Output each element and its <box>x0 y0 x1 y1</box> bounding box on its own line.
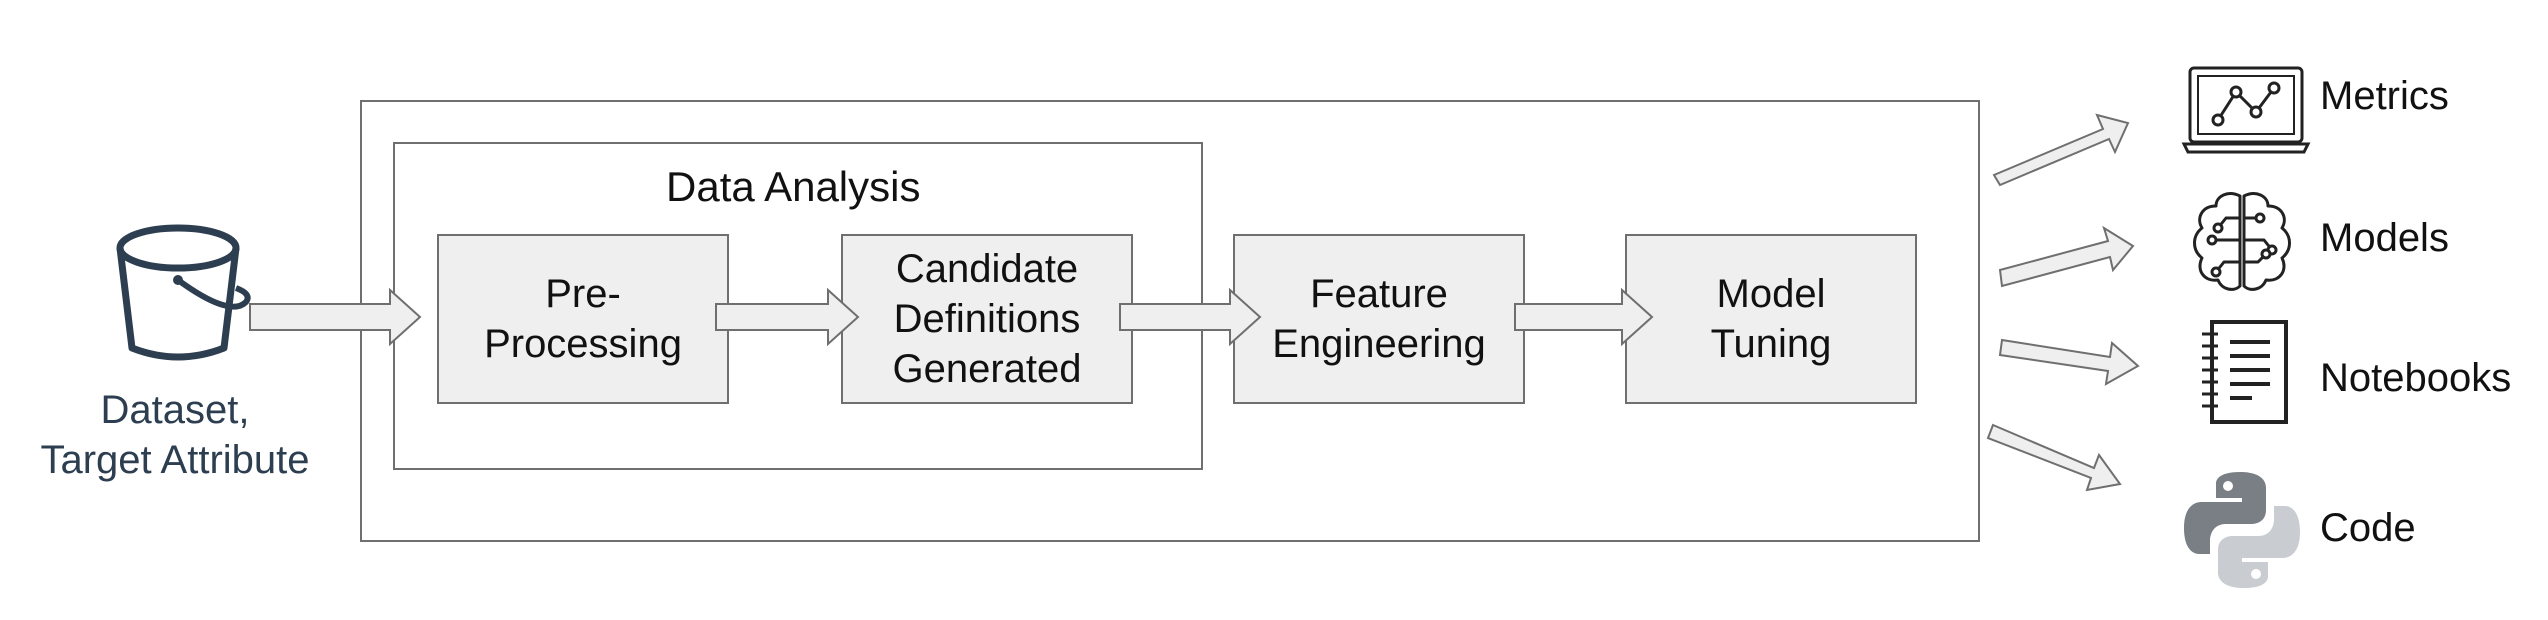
output-models-label: Models <box>2320 216 2449 260</box>
notebook-icon <box>2202 320 2288 424</box>
step-model-tuning-label: Model Tuning <box>1710 272 1832 366</box>
source-label: Dataset, Target Attribute <box>40 388 310 482</box>
step-feature-engineering-label: Feature Engineering <box>1272 272 1486 366</box>
brain-circuit-icon <box>2193 192 2291 291</box>
step-candidate-definitions: Candidate Definitions Generated <box>841 234 1133 404</box>
arrow-to-metrics <box>1992 113 2130 187</box>
arrow-source-to-pre <box>249 287 422 347</box>
step-pre-processing: Pre- Processing <box>437 234 729 404</box>
step-model-tuning: Model Tuning <box>1625 234 1917 404</box>
arrow-candidate-to-feature <box>1119 287 1262 347</box>
output-metrics-label: Metrics <box>2320 74 2449 118</box>
data-analysis-title: Data Analysis <box>666 163 921 210</box>
output-code-label: Code <box>2320 506 2416 550</box>
arrow-to-code <box>1986 423 2122 492</box>
laptop-chart-icon <box>2181 66 2311 154</box>
step-candidate-definitions-label: Candidate Definitions Generated <box>892 247 1082 391</box>
arrow-pre-to-candidate <box>715 287 860 347</box>
python-icon <box>2184 472 2300 588</box>
arrow-to-notebooks <box>1998 338 2140 386</box>
arrow-feature-to-tuning <box>1514 287 1654 347</box>
bucket-icon <box>116 224 251 361</box>
step-pre-processing-label: Pre- Processing <box>484 272 682 366</box>
arrow-to-models <box>1998 225 2135 288</box>
output-notebooks-label: Notebooks <box>2320 356 2512 400</box>
